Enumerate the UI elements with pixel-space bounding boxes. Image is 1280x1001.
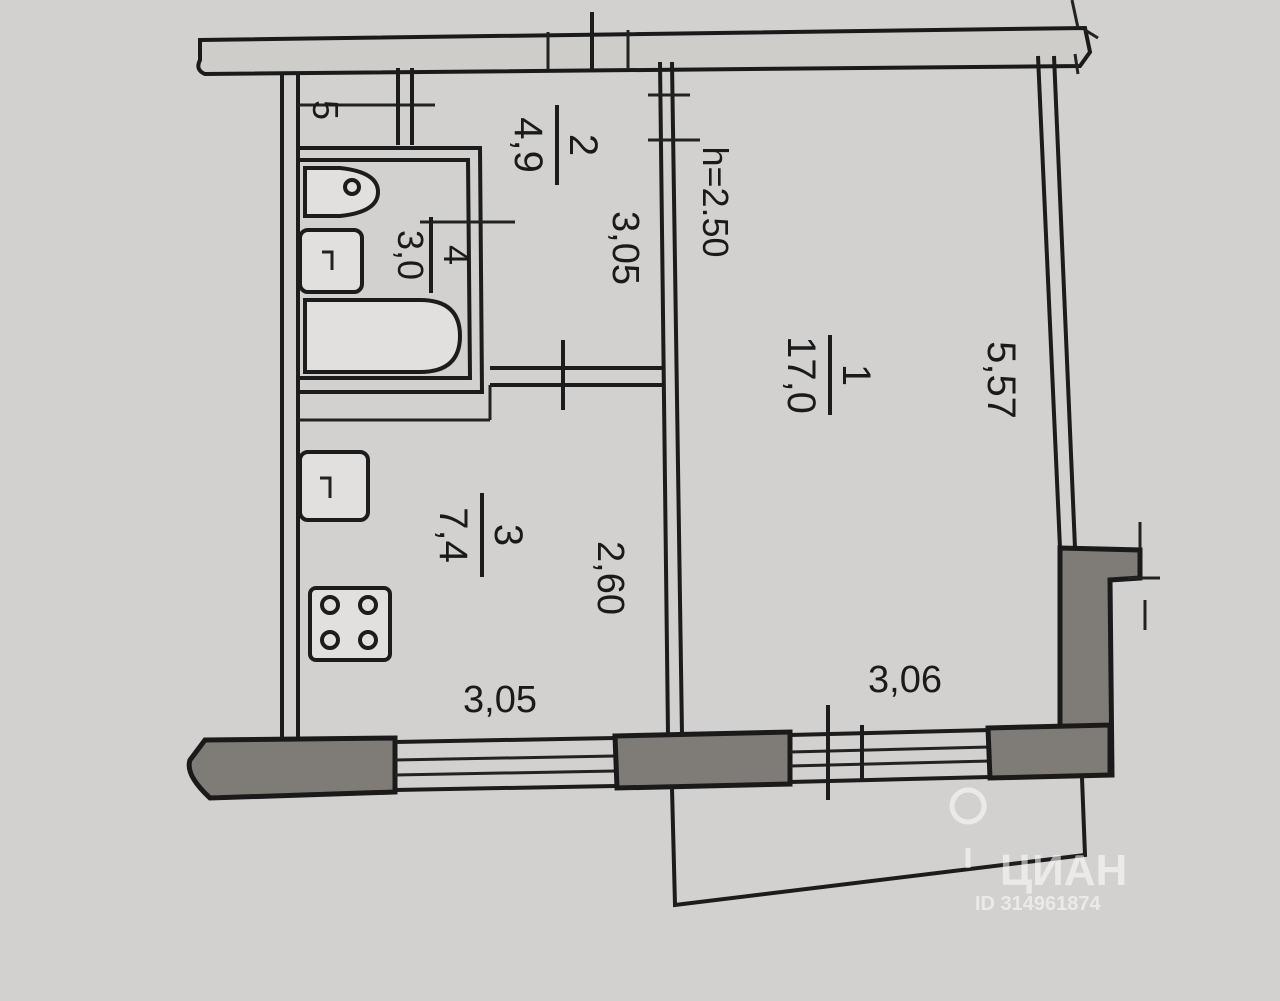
stove-icon <box>308 586 392 662</box>
svg-text:h=2.50: h=2.50 <box>695 146 736 257</box>
room-2-label: 2 4,9 <box>506 105 605 185</box>
interior-walls <box>298 61 700 736</box>
room-1-number: 1 <box>834 364 878 386</box>
bathtub-icon <box>303 298 463 374</box>
kitchen-length-label: 2,60 <box>589 541 631 615</box>
svg-text:3,05: 3,05 <box>604 211 646 285</box>
bathroom-sink-icon <box>298 228 364 294</box>
room-4-label: 4 3,0 <box>390 217 477 293</box>
watermark: ЦИАН ID 314961874 <box>949 787 1127 915</box>
room-1-length-label: 5,57 <box>979 341 1023 419</box>
room-3-area: 7,4 <box>431 507 475 563</box>
balcony-outline <box>670 777 1088 908</box>
kitchen-sink-icon <box>298 450 370 522</box>
room-2-number: 2 <box>561 134 605 156</box>
kitchen-width-label: 3,05 <box>463 679 537 721</box>
room-1-width-label: 3,06 <box>868 659 942 701</box>
svg-text:5,57: 5,57 <box>979 341 1023 419</box>
room-3-label: 3 7,4 <box>431 493 530 577</box>
room-1-label: 1 17,0 <box>779 335 878 415</box>
room-1-area: 17,0 <box>779 336 823 414</box>
top-wall <box>196 0 1099 77</box>
watermark-brand: ЦИАН <box>1000 846 1127 895</box>
toilet-icon <box>303 166 381 218</box>
svg-text:2,60: 2,60 <box>589 541 631 615</box>
room-5-label: 5 <box>305 100 346 120</box>
location-pin-icon <box>949 787 987 868</box>
bottom-wall <box>186 705 1113 801</box>
watermark-listing-id: ID 314961874 <box>975 893 1102 915</box>
ceiling-height-label: h=2.50 <box>695 146 736 257</box>
room-4-area: 3,0 <box>390 230 431 280</box>
hall-length-label: 3,05 <box>604 211 646 285</box>
room-2-area: 4,9 <box>506 117 550 173</box>
room-3-number: 3 <box>486 524 530 546</box>
left-wall <box>280 72 300 740</box>
room-4-number: 4 <box>436 245 477 265</box>
room-5-number: 5 <box>305 100 346 120</box>
